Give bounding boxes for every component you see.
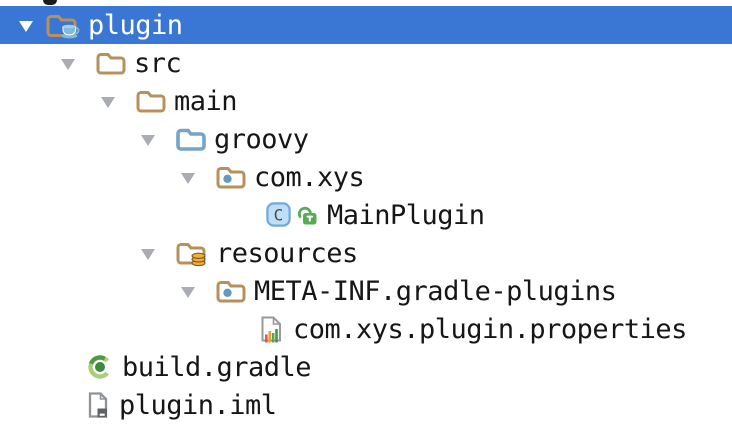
tree-row-label: com.xys.plugin.properties: [293, 313, 687, 345]
tree-row-label: src: [134, 47, 182, 79]
clipped-row-remnant: [43, 0, 57, 5]
folder-icon: [136, 87, 166, 115]
tree-row-label: MainPlugin: [327, 199, 485, 231]
expand-collapse-toggle[interactable]: [180, 285, 196, 298]
tree-row-resources[interactable]: resources: [0, 234, 732, 272]
tree-row-label: resources: [216, 237, 358, 269]
tree-row-plugin[interactable]: plugin: [0, 6, 732, 44]
expand-collapse-toggle[interactable]: [180, 171, 196, 184]
tree-row-src[interactable]: src: [0, 44, 732, 82]
expand-collapse-toggle[interactable]: [140, 133, 156, 146]
tree-row-build-gradle[interactable]: build.gradle: [0, 348, 732, 386]
chevron-down-icon: [141, 134, 155, 146]
tree-row-properties[interactable]: com.xys.plugin.properties: [0, 310, 732, 348]
tree-row-main[interactable]: main: [0, 82, 732, 120]
tree-row-plugin-iml[interactable]: plugin.iml: [0, 386, 732, 424]
expand-collapse-toggle[interactable]: [18, 19, 34, 32]
expand-collapse-toggle[interactable]: [60, 57, 76, 70]
source-root-folder-icon: [176, 125, 206, 153]
tree-row-label: plugin: [88, 9, 183, 41]
folder-icon: [96, 49, 126, 77]
tree-row-mainplugin[interactable]: C MainPlugin: [0, 196, 732, 234]
tree-row-label: build.gradle: [122, 351, 312, 383]
tree-row-meta-inf[interactable]: META-INF.gradle-plugins: [0, 272, 732, 310]
gradle-module-folder-icon: [46, 11, 80, 39]
chevron-down-icon: [101, 96, 115, 108]
package-folder-icon: [216, 277, 246, 305]
chevron-down-icon: [181, 172, 195, 184]
gradle-file-icon: [86, 353, 114, 381]
resources-root-folder-icon: [176, 239, 208, 267]
expand-collapse-toggle[interactable]: [100, 95, 116, 108]
tree-row-label: META-INF.gradle-plugins: [254, 275, 617, 307]
package-folder-icon: [216, 163, 246, 191]
lock-open-icon: [296, 202, 319, 228]
tree-row-label: groovy: [214, 123, 309, 155]
svg-text:C: C: [274, 205, 284, 224]
tree-row-com-xys[interactable]: com.xys: [0, 158, 732, 196]
tree-row-groovy[interactable]: groovy: [0, 120, 732, 158]
iml-file-icon: [86, 391, 111, 419]
class-icon: C: [266, 202, 291, 228]
properties-file-icon: [258, 315, 285, 343]
chevron-down-icon: [141, 248, 155, 260]
chevron-down-icon: [61, 58, 75, 70]
chevron-down-icon: [19, 20, 33, 32]
chevron-down-icon: [181, 286, 195, 298]
tree-row-label: main: [174, 85, 238, 117]
tree-row-label: plugin.iml: [119, 389, 277, 421]
tree-row-label: com.xys: [254, 161, 365, 193]
expand-collapse-toggle[interactable]: [140, 247, 156, 260]
